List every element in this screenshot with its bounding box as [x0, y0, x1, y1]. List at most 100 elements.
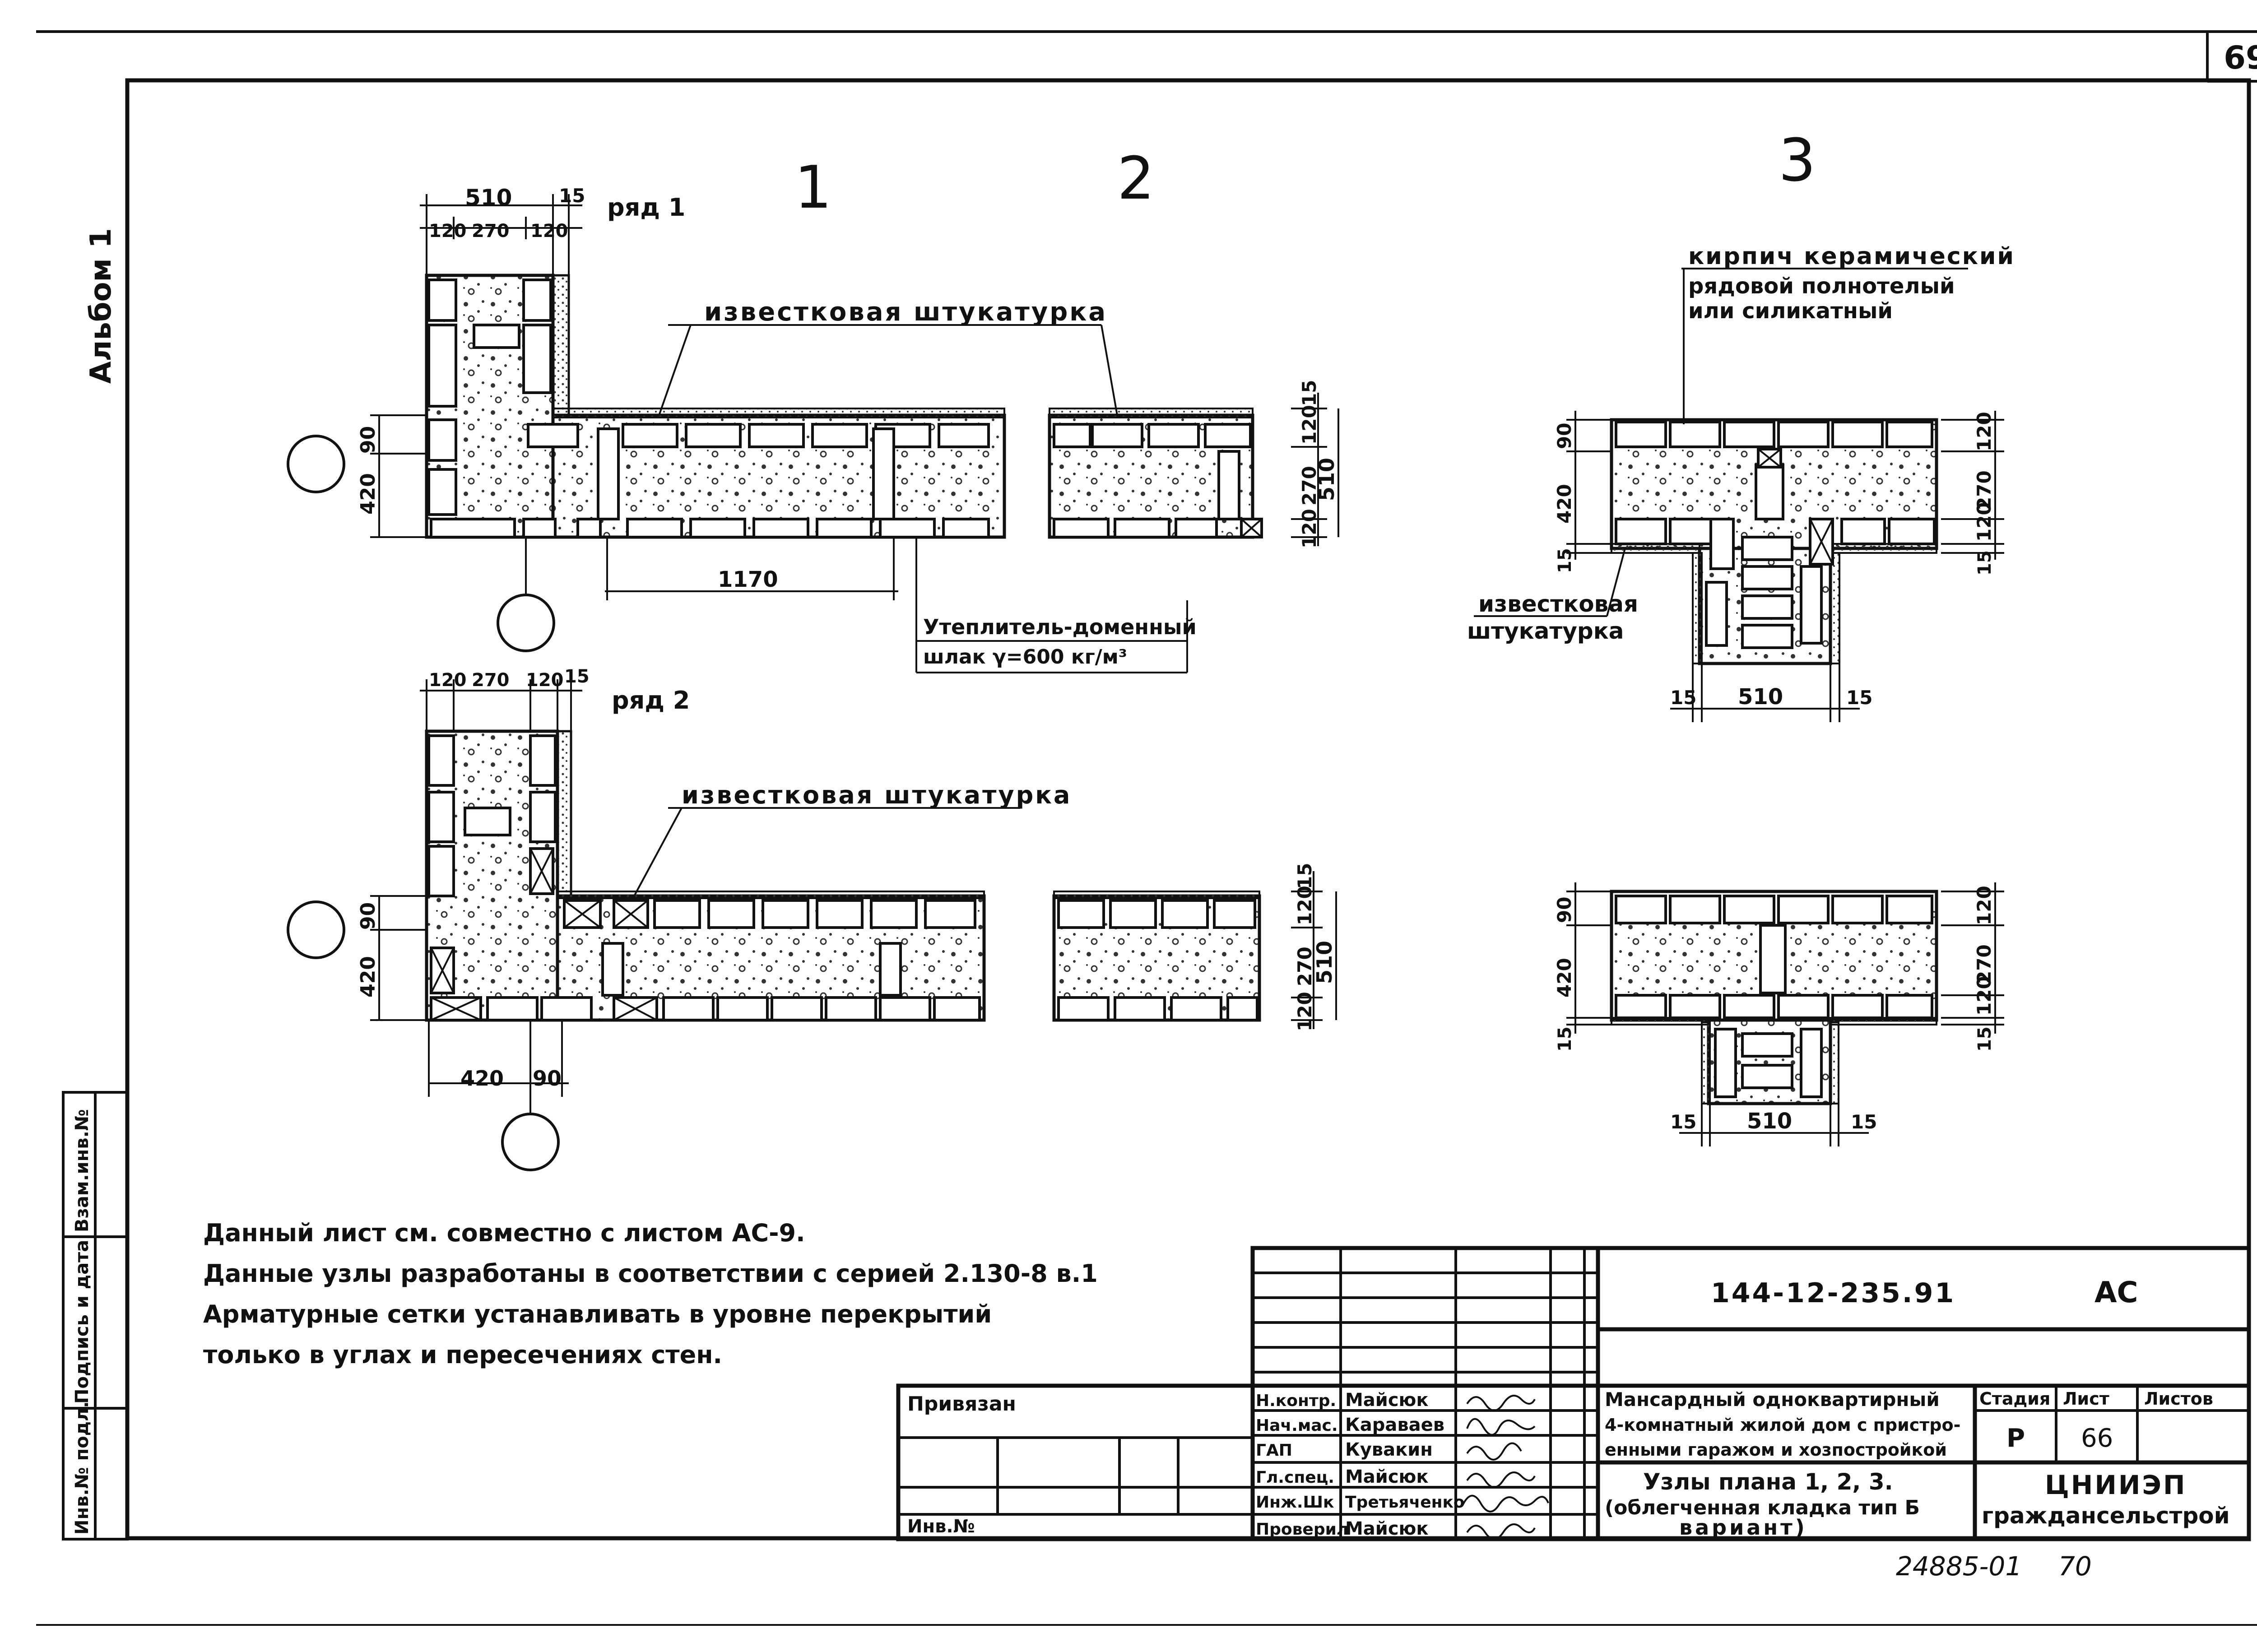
node-2-row-2-drawing — [1052, 891, 1261, 1022]
node-1-row-1-drawing — [425, 274, 1006, 539]
dim-120-r2r2: 120 — [1294, 992, 1316, 1031]
album-label: Альбом 1 — [84, 228, 118, 384]
node-3-upper-drawing — [1610, 418, 1938, 665]
node-3-lower-dimensions — [1566, 882, 2004, 1146]
name-2: Караваев — [1345, 1415, 1444, 1435]
dim-90-n3: 90 — [1553, 423, 1575, 449]
role-4: Гл.спец. — [1256, 1468, 1334, 1487]
role-1: Н.контр. — [1256, 1392, 1336, 1410]
node-2-row-1-drawing — [1048, 408, 1263, 539]
dim-120-n3b: 120 — [1973, 502, 1995, 542]
insulation-label-2: шлак γ=600 кг/м³ — [923, 645, 1127, 668]
project-line-2: 4-комнатный жилой дом с пристро- — [1605, 1415, 1960, 1435]
dim-1170: 1170 — [718, 567, 778, 592]
plaster-label-1: известковая штукатурка — [704, 297, 1107, 327]
dim-270-n3: 270 — [1973, 470, 1995, 510]
grid-axis-circle — [287, 435, 345, 493]
sheet-title-3: вариант) — [1679, 1515, 1807, 1540]
archive-page: 70 — [2058, 1551, 2092, 1582]
plaster-label-3a: известковая — [1478, 591, 1638, 617]
name-3: Кувакин — [1345, 1439, 1433, 1460]
dim-15-n3-br: 15 — [1846, 687, 1872, 709]
row-2-label: ряд 2 — [612, 686, 690, 715]
grid-axis-circle — [287, 900, 345, 959]
dim-510-r: 510 — [1314, 458, 1339, 501]
dim-90-n3l: 90 — [1553, 897, 1575, 923]
dim-420-bottom: 420 — [460, 1066, 504, 1091]
note-line-1: Данный лист см. совместно с листом АС-9. — [203, 1219, 805, 1247]
signature-marks — [1462, 1395, 1549, 1540]
document-code: 144-12-235.91 — [1711, 1277, 1955, 1309]
sheet-title-2: (облегченная кладка тип Б — [1605, 1496, 1920, 1519]
role-5: Инж.Шк — [1256, 1493, 1334, 1512]
name-4: Майсюк — [1345, 1466, 1429, 1487]
node-3-upper-dimensions — [1566, 411, 2004, 722]
dim-120b: 120 — [530, 221, 568, 241]
dim-15-r2: 15 — [564, 666, 590, 687]
row-1-label: ряд 1 — [607, 193, 685, 222]
dim-90-bottom: 90 — [533, 1066, 562, 1091]
dim-15-n3l-br: 15 — [1851, 1111, 1877, 1133]
dim-120-r2r1: 120 — [1294, 886, 1316, 925]
dim-15-n3r: 15 — [1974, 550, 1995, 575]
sheet-label: Лист — [2063, 1389, 2109, 1409]
node-3-lower-drawing — [1610, 890, 1938, 1105]
dim-270-r2: 270 — [472, 670, 510, 691]
dim-15: 15 — [559, 185, 585, 207]
title-block — [896, 1246, 2251, 1541]
dim-90-r2: 90 — [357, 902, 380, 930]
dim-120-r2a: 120 — [429, 670, 467, 691]
note-line-3: Арматурные сетки устанавливать в уровне … — [203, 1300, 992, 1328]
dim-420-n3l: 420 — [1553, 958, 1575, 998]
role-2: Нач.мас. — [1256, 1416, 1338, 1435]
dim-15-n3: 15 — [1555, 548, 1575, 573]
dim-510: 510 — [465, 185, 512, 211]
brick-label-3: или силикатный — [1688, 298, 1893, 324]
dim-120-n3lb: 120 — [1973, 976, 1995, 1016]
sheet-title-1: Узлы плана 1, 2, 3. — [1643, 1469, 1893, 1495]
row-2-dimensions — [370, 679, 1337, 1097]
grid-axis-circle — [501, 1113, 560, 1171]
dim-120a: 120 — [429, 221, 467, 241]
dim-15-r: 15 — [1298, 380, 1320, 406]
sheet-number: 66 — [2081, 1424, 2113, 1453]
plaster-label-2: известковая штукатурка — [682, 781, 1072, 809]
stage-label: Стадия — [1979, 1389, 2050, 1409]
dim-270-r2r: 270 — [1294, 947, 1316, 986]
stage-value: Р — [2006, 1424, 2025, 1453]
dim-420-n3: 420 — [1553, 484, 1575, 524]
page-number: 69 — [2224, 39, 2257, 76]
side-stamp-sign: Подпись и дата — [72, 1240, 93, 1404]
insulation-callout — [915, 537, 1188, 673]
dim-270-r: 270 — [1298, 466, 1320, 506]
node-1-row-2-drawing — [425, 729, 986, 1022]
node-number-3: 3 — [1779, 126, 1816, 195]
dim-90: 90 — [357, 426, 380, 454]
row-1-dimensions — [370, 194, 1339, 600]
dim-15-n3lr: 15 — [1974, 1026, 1995, 1052]
name-1: Майсюк — [1345, 1390, 1429, 1411]
note-line-2: Данные узлы разработаны в соответствии с… — [203, 1259, 1098, 1288]
org-name-2: граждансельстрой — [1982, 1503, 2230, 1529]
node-number-2: 2 — [1117, 144, 1155, 213]
section-code: АС — [2094, 1276, 2138, 1309]
dim-510-n3: 510 — [1738, 684, 1783, 710]
grid-axis-circle — [497, 594, 555, 652]
dim-120-n3la: 120 — [1973, 886, 1995, 925]
dim-510-r2r: 510 — [1312, 941, 1337, 984]
dim-15-n3l: 15 — [1555, 1026, 1575, 1052]
role-6: Проверил — [1256, 1520, 1348, 1539]
sheets-label: Листов — [2144, 1389, 2213, 1409]
dim-15-n3-bl: 15 — [1670, 687, 1696, 709]
brick-label-2: рядовой полнотелый — [1688, 274, 1955, 299]
dim-420-r2: 420 — [357, 956, 380, 998]
brick-label-1: кирпич керамический — [1688, 243, 2015, 270]
node-number-1: 1 — [794, 153, 832, 222]
role-3: ГАП — [1256, 1441, 1292, 1460]
org-name-1: ЦНИИЭП — [2045, 1470, 2187, 1500]
archive-code: 24885-01 — [1896, 1551, 2022, 1582]
name-5: Третьяченко — [1345, 1493, 1465, 1512]
side-stamp-inv: Инв.№ подл. — [72, 1401, 93, 1535]
side-stamp — [62, 1091, 129, 1541]
dim-120-r1: 120 — [1298, 405, 1320, 445]
